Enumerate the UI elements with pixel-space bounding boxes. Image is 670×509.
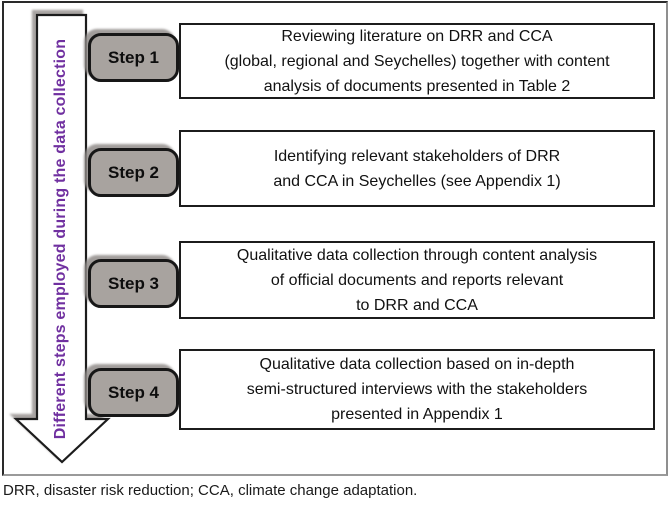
step-1-badge: Step 1 <box>88 33 179 82</box>
step-3-description-box: Qualitative data collection through cont… <box>179 241 655 319</box>
step-1-description-box: Reviewing literature on DRR and CCA (glo… <box>179 23 655 99</box>
step-3-badge-label: Step 3 <box>107 273 160 293</box>
step-2-description-box: Identifying relevant stakeholders of DRR… <box>179 130 655 207</box>
step-3-badge: Step 3 <box>88 259 179 308</box>
step-1-badge-label: Step 1 <box>107 47 160 67</box>
step-4-description-text: Qualitative data collection based on in-… <box>246 356 588 423</box>
step-2-description-text: Identifying relevant stakeholders of DRR… <box>273 147 561 190</box>
step-4-badge: Step 4 <box>88 368 179 417</box>
figure-caption: DRR, disaster risk reduction; CCA, clima… <box>3 482 418 499</box>
step-3-description-text: Qualitative data collection through cont… <box>236 246 598 314</box>
step-2-badge-label: Step 2 <box>107 162 160 182</box>
step-2-badge: Step 2 <box>88 148 179 197</box>
step-4-badge-label: Step 4 <box>107 382 160 402</box>
down-arrow-shape <box>13 13 111 464</box>
step-1-description-text: Reviewing literature on DRR and CCA (glo… <box>224 27 610 95</box>
step-4-description-box: Qualitative data collection based on in-… <box>179 349 655 430</box>
